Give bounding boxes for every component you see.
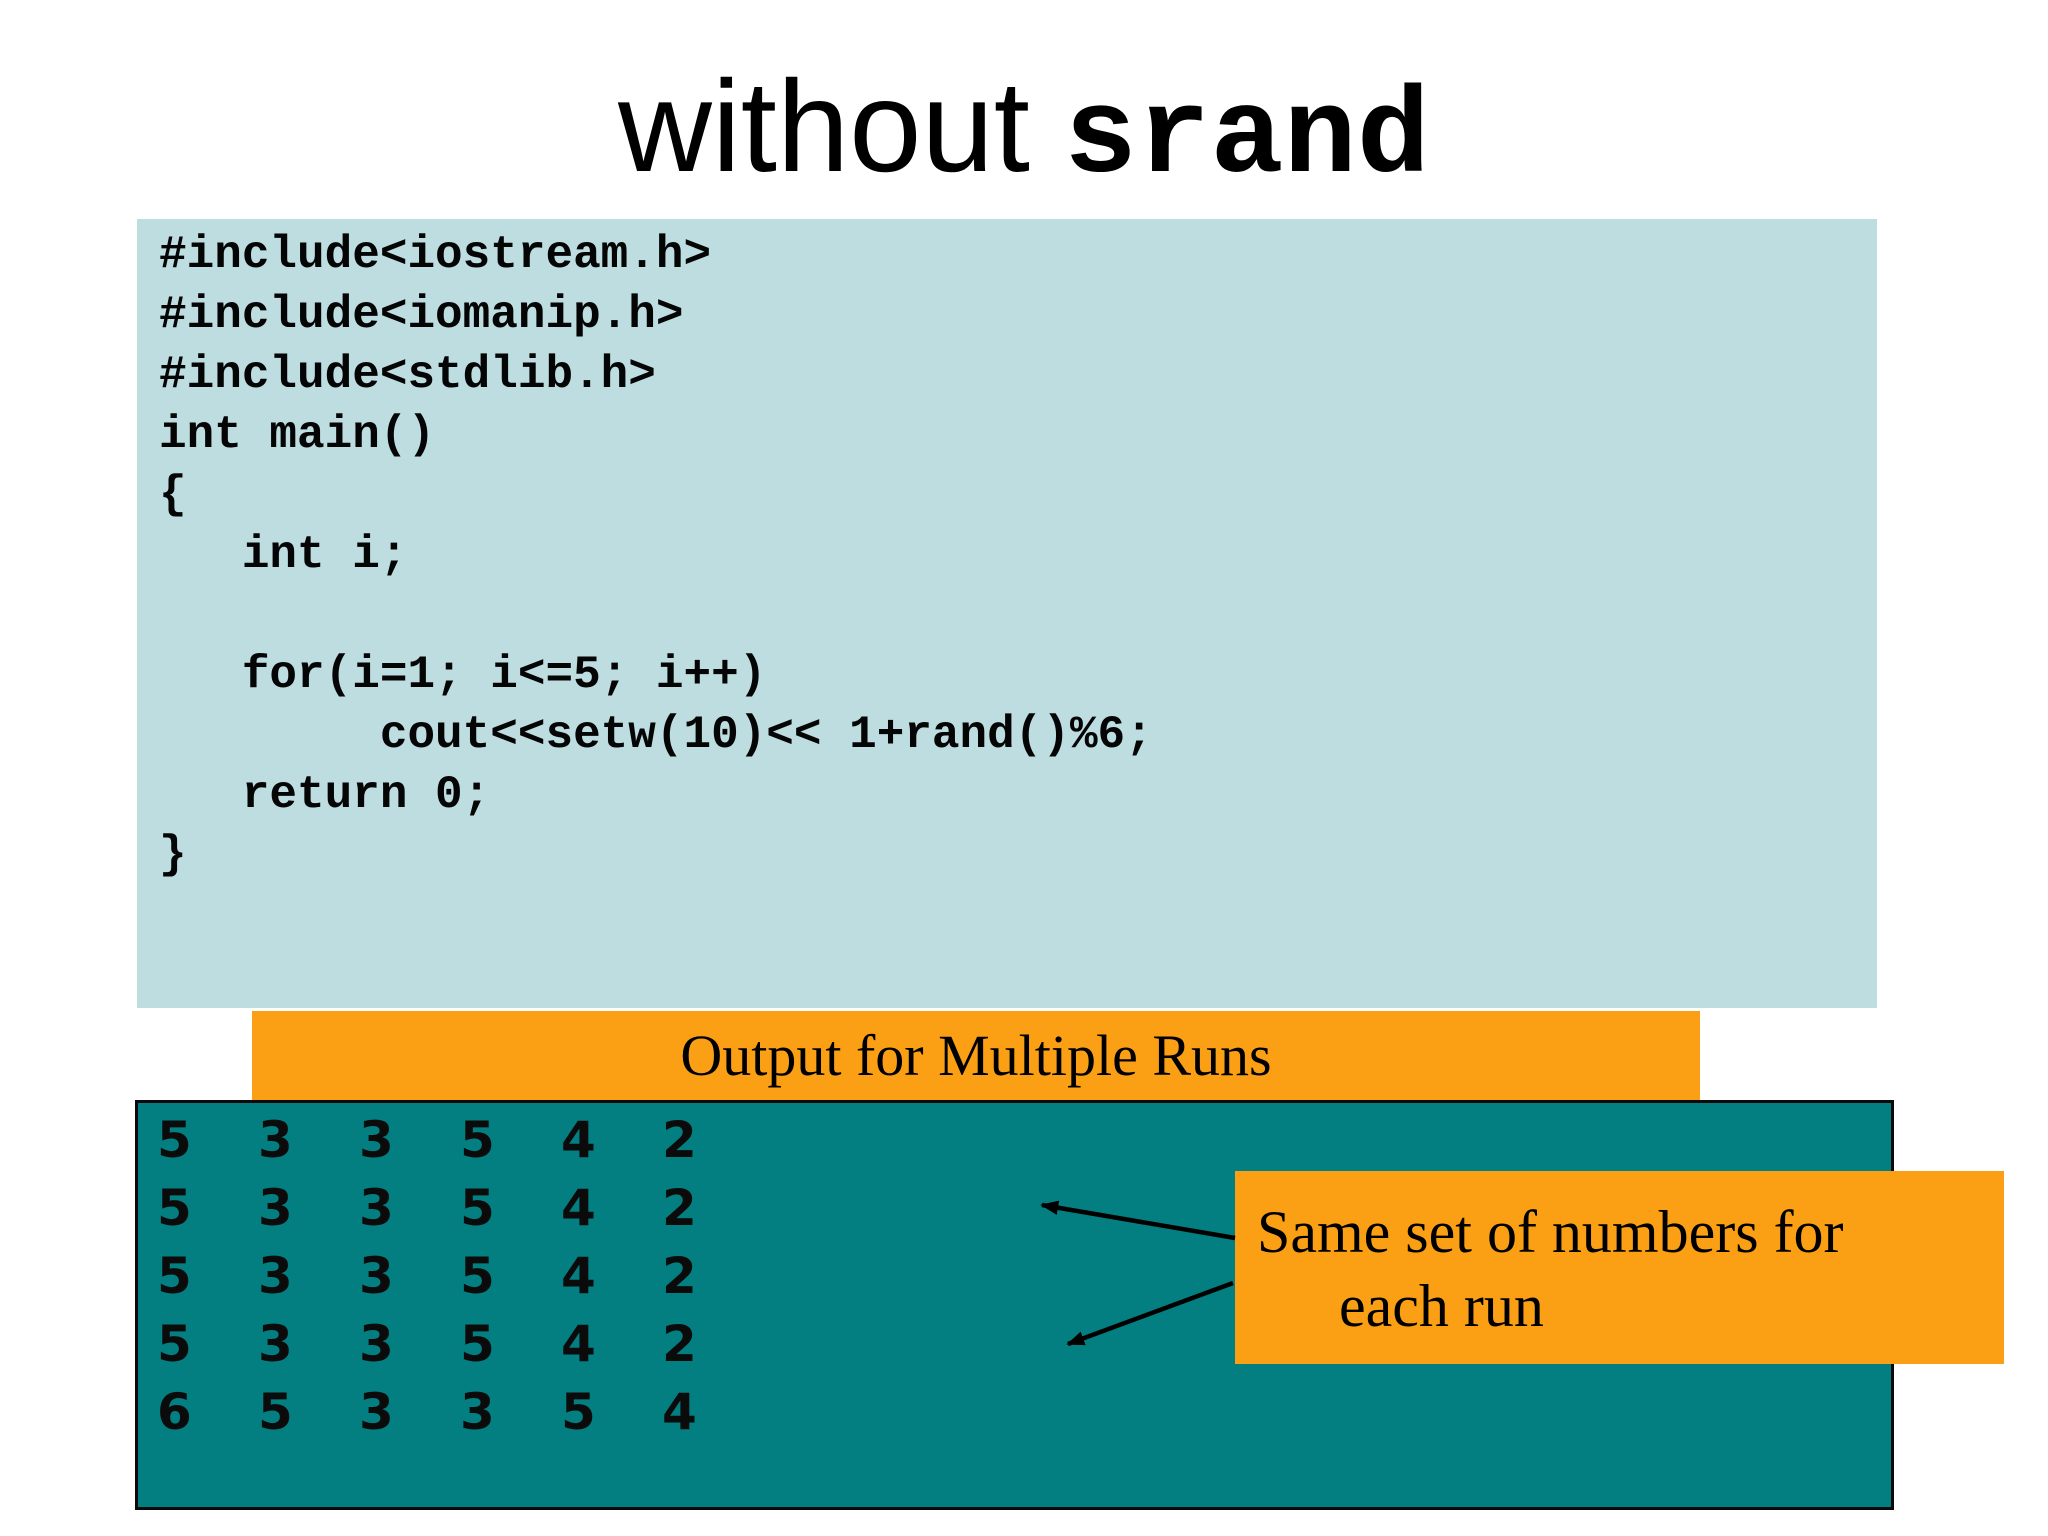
code-line: { <box>159 469 187 521</box>
output-cell: 3 <box>460 1383 495 1441</box>
output-row: 5 3 3 5 4 2 <box>157 1310 1891 1378</box>
code-line: return 0; <box>159 769 491 821</box>
output-cell: 3 <box>258 1111 293 1169</box>
code-line: #include<iostream.h> <box>159 229 712 281</box>
code-line: #include<stdlib.h> <box>159 349 656 401</box>
output-cell: 4 <box>561 1315 596 1373</box>
code-line: } <box>159 829 187 881</box>
output-cell: 4 <box>561 1247 596 1305</box>
code-line: int i; <box>159 529 408 581</box>
output-row: 5 3 3 5 4 2 <box>157 1174 1891 1242</box>
output-cell: 3 <box>258 1247 293 1305</box>
output-cell: 5 <box>157 1179 192 1237</box>
output-cell: 5 <box>157 1111 192 1169</box>
output-cell: 4 <box>561 1179 596 1237</box>
code-line: #include<iomanip.h> <box>159 289 684 341</box>
output-cell: 3 <box>359 1179 394 1237</box>
title-regular-text: without <box>618 53 1030 199</box>
output-cell: 3 <box>359 1247 394 1305</box>
output-cell: 3 <box>258 1315 293 1373</box>
output-row: 5 3 3 5 4 2 <box>157 1106 1891 1174</box>
output-rows: 5 3 3 5 4 2 5 3 3 5 4 2 5 3 3 5 4 2 5 3 3 5 4 2 6 5 3 3 5 4 <box>138 1103 1891 1446</box>
code-block: #include<iostream.h> #include<iomanip.h>… <box>137 219 1877 1008</box>
code-text: #include<iostream.h> #include<iomanip.h>… <box>137 219 1877 885</box>
output-cell: 5 <box>561 1383 596 1441</box>
output-cell: 4 <box>662 1383 697 1441</box>
output-cell: 3 <box>359 1383 394 1441</box>
output-cell: 5 <box>157 1247 192 1305</box>
output-cell: 3 <box>359 1111 394 1169</box>
output-cell: 5 <box>460 1315 495 1373</box>
output-row: 5 3 3 5 4 2 <box>157 1242 1891 1310</box>
code-line: int main() <box>159 409 436 461</box>
output-cell: 4 <box>561 1111 596 1169</box>
output-cell: 5 <box>258 1383 293 1441</box>
output-cell: 5 <box>460 1247 495 1305</box>
output-cell: 3 <box>258 1179 293 1237</box>
output-banner: Output for Multiple Runs <box>252 1011 1700 1100</box>
output-cell: 2 <box>662 1247 697 1305</box>
output-cell: 3 <box>359 1315 394 1373</box>
title-code-text: srand <box>1063 69 1430 208</box>
output-cell: 2 <box>662 1315 697 1373</box>
output-cell: 5 <box>157 1315 192 1373</box>
code-line: for(i=1; i<=5; i++) <box>159 649 767 701</box>
output-cell: 6 <box>157 1383 192 1441</box>
output-cell: 2 <box>662 1179 697 1237</box>
callout-line-2: each run <box>1339 1273 1544 1339</box>
output-cell: 5 <box>460 1111 495 1169</box>
output-cell: 5 <box>460 1179 495 1237</box>
output-banner-label: Output for Multiple Runs <box>680 1023 1272 1088</box>
code-line: cout<<setw(10)<< 1+rand()%6; <box>159 709 1153 761</box>
output-cell: 2 <box>662 1111 697 1169</box>
callout-line-1: Same set of numbers for <box>1257 1199 1844 1265</box>
callout-box: Same set of numbers for each run <box>1235 1171 2004 1364</box>
output-row: 6 5 3 3 5 4 <box>157 1378 1891 1446</box>
code-line <box>159 585 1877 645</box>
